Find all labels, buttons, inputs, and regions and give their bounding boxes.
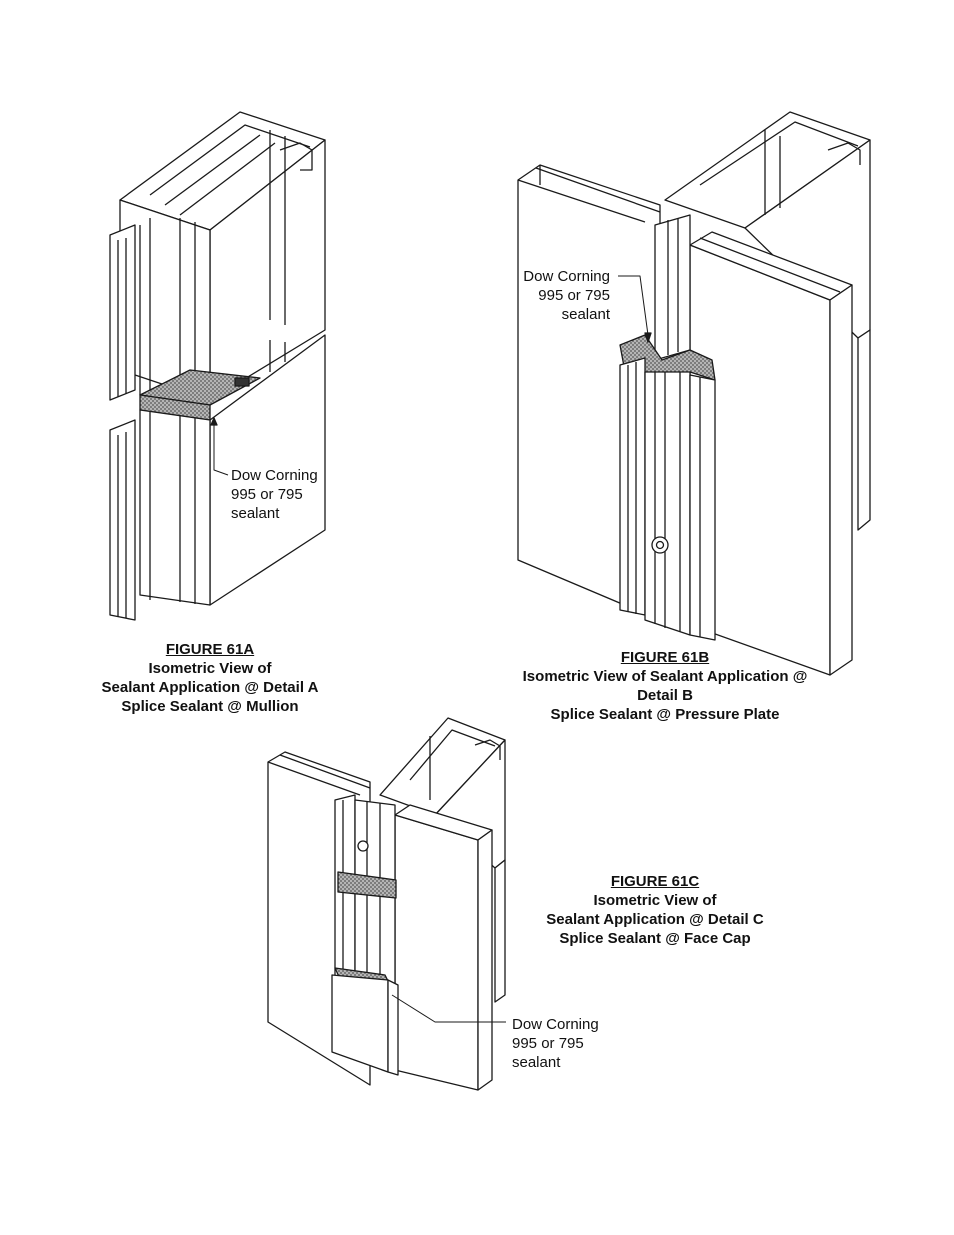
figure-61a-caption: FIGURE 61A Isometric View of Sealant App… — [80, 640, 340, 716]
caption-line: Isometric View of — [148, 660, 272, 677]
callout-line: 995 or 795 — [538, 287, 610, 304]
caption-line: Sealant Application @ Detail A — [101, 679, 319, 696]
caption-line: Isometric View of Sealant Application @ — [522, 668, 808, 685]
callout-line: 995 or 795 — [512, 1035, 584, 1052]
callout-line: Dow Corning — [512, 1016, 599, 1033]
figure-61c-drawing — [267, 717, 506, 1091]
figure-title: FIGURE 61B — [620, 649, 710, 666]
caption-line: Splice Sealant @ Face Cap — [559, 930, 751, 947]
caption-line: Splice Sealant @ Mullion — [121, 698, 299, 715]
callout-line: sealant — [561, 306, 610, 323]
figure-title: FIGURE 61C — [610, 873, 700, 890]
figure-61a-drawing — [109, 111, 326, 621]
figure-61b-drawing — [517, 111, 871, 676]
figure-61b-caption: FIGURE 61B Isometric View of Sealant App… — [495, 648, 835, 724]
figure-61a-sealant-callout: Dow Corning 995 or 795 sealant — [231, 466, 351, 523]
caption-line: Isometric View of — [593, 892, 717, 909]
callout-line: sealant — [231, 505, 280, 522]
figure-61c-sealant-callout: Dow Corning 995 or 795 sealant — [512, 1015, 632, 1072]
caption-line: Splice Sealant @ Pressure Plate — [550, 706, 780, 723]
callout-line: Dow Corning — [523, 268, 610, 285]
figure-title: FIGURE 61A — [165, 641, 255, 658]
callout-line: Dow Corning — [231, 467, 318, 484]
figure-61c-caption: FIGURE 61C Isometric View of Sealant App… — [520, 872, 790, 948]
caption-line: Detail B — [637, 687, 693, 704]
callout-line: 995 or 795 — [231, 486, 303, 503]
caption-line: Sealant Application @ Detail C — [546, 911, 764, 928]
figure-61b-sealant-callout: Dow Corning 995 or 795 sealant — [500, 267, 610, 324]
callout-line: sealant — [512, 1054, 561, 1071]
